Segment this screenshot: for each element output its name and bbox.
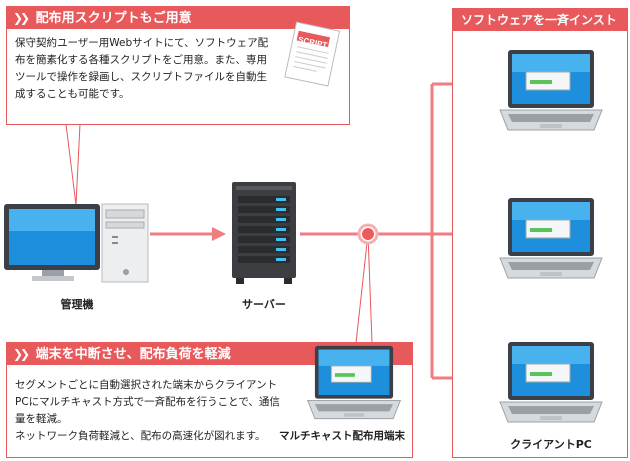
top-callout-header: ❯❯ 配布用スクリプトもご用意 — [7, 7, 349, 29]
multicast-node-dot — [362, 228, 374, 240]
top-callout-line: 布を簡素化する各種スクリプトをご用意。また、専用 — [15, 54, 267, 66]
client-laptop-icon — [496, 48, 606, 142]
bottom-callout-header: ❯❯ 端末を中断させ、配布負荷を軽減 — [7, 343, 412, 365]
top-callout-line: ツールで操作を録画し、スクリプトファイルを自動生 — [15, 71, 267, 83]
bottom-callout-line: セグメントごとに自動選択された端末からクライアント — [15, 379, 278, 391]
bottom-callout-pointer — [355, 233, 373, 344]
top-callout-body: 保守契約ユーザー用Webサイトにて、ソフトウェア配 布を簡素化する各種スクリプト… — [7, 29, 349, 109]
bottom-callout-title: 端末を中断させ、配布負荷を軽減 — [35, 347, 231, 362]
top-callout-line: 成することも可能です。 — [15, 88, 130, 100]
multicast-label: マルチキャスト配布用端末 — [279, 430, 405, 442]
top-callout-line: 保守契約ユーザー用Webサイトにて、ソフトウェア配 — [15, 37, 269, 49]
admin-pc-icon — [2, 186, 152, 290]
script-document-icon: SCRIPT — [276, 20, 348, 94]
bottom-callout-line: ネットワーク負荷軽減と、配布の高速化が図れます。 — [15, 430, 266, 442]
server-label: サーバー — [242, 298, 286, 311]
double-chevron-icon: ❯❯ — [13, 347, 30, 361]
clients-label: クライアントPC — [510, 438, 592, 451]
client-laptop-icon — [496, 196, 606, 290]
install-panel-title: ソフトウェアを一斉インストール — [461, 13, 617, 49]
double-chevron-icon: ❯❯ — [13, 11, 30, 25]
client-laptop-icon — [496, 340, 606, 434]
server-icon — [228, 182, 300, 290]
bottom-callout-body: セグメントごとに自動選択された端末からクライアント PCにマルチキャスト方式で一… — [7, 365, 293, 449]
admin-to-server-arrowhead — [212, 227, 226, 241]
multicast-laptop-icon — [304, 344, 404, 430]
bottom-callout-line: 量を軽減。 — [15, 413, 68, 425]
bottom-callout-line: PCにマルチキャスト方式で一斉配布を行うことで、通信 — [15, 396, 280, 408]
admin-label: 管理機 — [60, 298, 94, 311]
top-callout-title: 配布用スクリプトもご用意 — [35, 11, 192, 26]
install-panel-header: ソフトウェアを一斉インストール — [453, 9, 627, 49]
